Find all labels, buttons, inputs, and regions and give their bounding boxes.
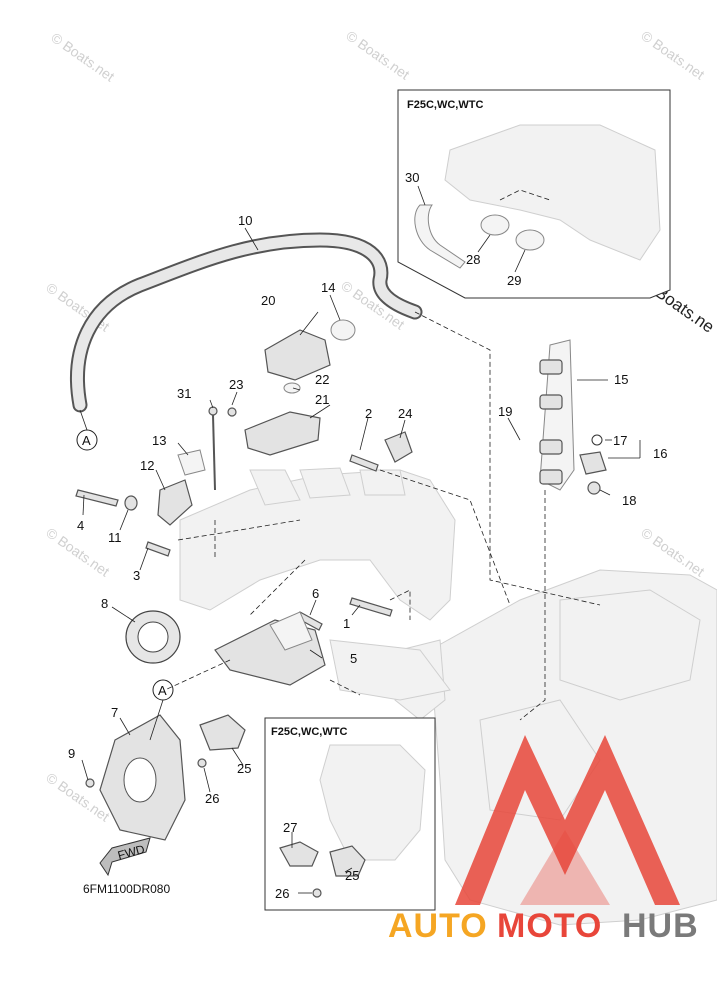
throttle-body-7: [85, 714, 186, 841]
seal-8: [125, 610, 181, 664]
logo-hub: HUB: [622, 907, 699, 945]
clamp-28: [480, 214, 510, 236]
callout-25b: 25: [345, 868, 359, 883]
fwd-arrow-icon: FWD: [99, 837, 151, 877]
callout-8: 8: [101, 596, 108, 611]
callout-22: 22: [315, 372, 329, 387]
callout-18: 18: [622, 493, 636, 508]
bracket-21: [227, 382, 321, 456]
callout-6: 6: [312, 586, 319, 601]
ref-marker-a: A: [76, 429, 98, 451]
intake-manifold: [179, 467, 456, 701]
callout-9: 9: [68, 746, 75, 761]
callout-23: 23: [229, 377, 243, 392]
callout-20: 20: [261, 293, 275, 308]
callout-4: 4: [77, 518, 84, 533]
bracket-25: [197, 714, 246, 768]
bracket-25b: [329, 845, 366, 877]
clamp-29: [515, 229, 545, 251]
callout-5: 5: [350, 651, 357, 666]
fwd-label: FWD: [116, 842, 146, 863]
logo-auto: AUTO: [388, 907, 488, 945]
logo-mark-icon: [455, 735, 680, 905]
watermark: © Boats.net: [48, 29, 117, 84]
callout-30: 30: [405, 170, 419, 185]
callout-11: 11: [108, 530, 122, 545]
bracket-12: [157, 449, 206, 526]
callout-28: 28: [466, 252, 480, 267]
inset-bottom-title: F25C,WC,WTC: [271, 726, 347, 738]
callout-2: 2: [365, 406, 372, 421]
callout-21: 21: [315, 392, 329, 407]
watermark: © Boats.net: [43, 769, 112, 824]
callout-13: 13: [152, 433, 166, 448]
ref-marker-label: A: [158, 683, 167, 698]
callout-12: 12: [140, 458, 154, 473]
leader-lines: [79, 185, 641, 894]
callout-1: 1: [343, 616, 350, 631]
callout-3: 3: [133, 568, 140, 583]
injector-16: [579, 434, 607, 495]
bolts: [75, 406, 393, 631]
callout-15: 15: [614, 372, 628, 387]
callout-25: 25: [237, 761, 251, 776]
bracket-5: [214, 611, 326, 686]
callout-24: 24: [398, 406, 412, 421]
drawing-code: 6FM1100DR080: [83, 882, 170, 896]
callout-27: 27: [283, 820, 297, 835]
inset-top-title: F25C,WC,WTC: [407, 99, 483, 111]
callout-19: 19: [498, 404, 512, 419]
callout-26: 26: [205, 791, 219, 806]
callout-16: 16: [653, 446, 667, 461]
callout-14: 14: [321, 280, 335, 295]
watermark: © Boats.net: [638, 524, 707, 579]
inset-bottom: F25C,WC,WTC: [264, 717, 436, 911]
bolt-26b: [312, 888, 322, 898]
part-24: [384, 431, 413, 463]
automotohub-logo: AUTO MOTO HUB: [388, 735, 699, 945]
callout-17: 17: [613, 433, 627, 448]
inset-top: F25C,WC,WTC: [397, 89, 671, 299]
fuel-rail: [539, 339, 575, 491]
bracket-27: [279, 841, 319, 867]
watermark: © Boats.net: [638, 27, 707, 82]
ref-marker-a: A: [152, 679, 174, 701]
callout-7: 7: [111, 705, 118, 720]
hose-10: [70, 232, 423, 413]
callouts: 10 20 14 15 17 16 18 19 22 21 23 31 2 24…: [68, 170, 667, 901]
watermark: © Boats.net: [343, 27, 412, 82]
callout-29: 29: [507, 273, 521, 288]
ref-marker-label: A: [82, 433, 91, 448]
assembly-lines: [164, 189, 601, 721]
regulator-20: [264, 319, 356, 381]
callout-10: 10: [238, 213, 252, 228]
callout-26b: 26: [275, 886, 289, 901]
callout-31: 31: [177, 386, 191, 401]
logo-moto: MOTO: [497, 907, 602, 945]
clip-30: [414, 204, 466, 269]
